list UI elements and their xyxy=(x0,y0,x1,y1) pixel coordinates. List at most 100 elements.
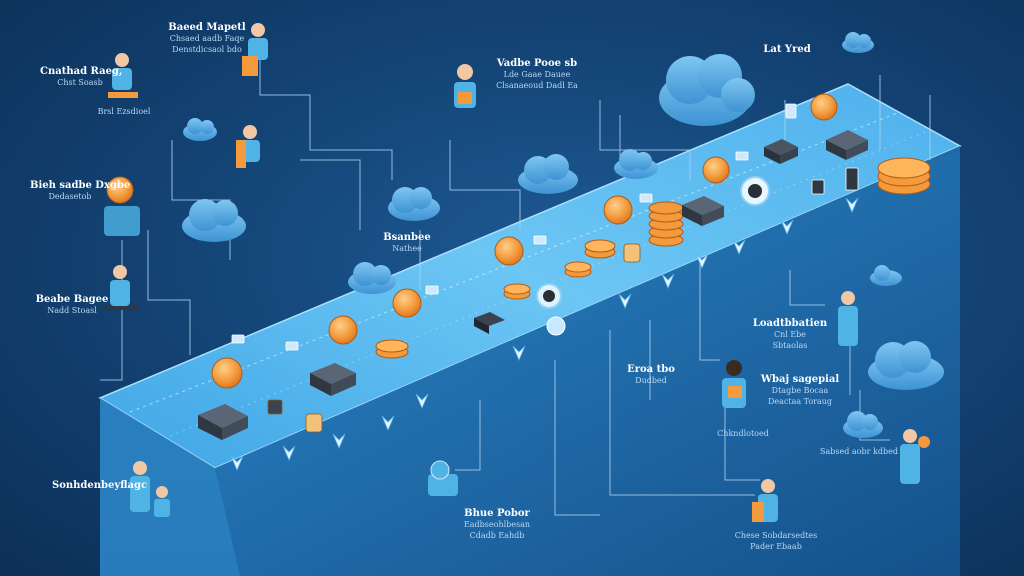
device-icon xyxy=(231,334,245,344)
label-title: Sonhdenbeyflagc xyxy=(52,480,148,491)
cloud-icon xyxy=(868,341,944,390)
coin-stack-icons xyxy=(375,157,931,359)
label-sub: Lde Gaae Dauee xyxy=(503,70,571,79)
coin-icons xyxy=(106,93,838,389)
worker-icon xyxy=(752,479,778,522)
label-title: Bieh sadbe Dxgbe xyxy=(30,180,131,191)
device-icon xyxy=(845,167,859,191)
worker-icon xyxy=(900,429,930,484)
label-sub: Cdadb Eahdb xyxy=(469,531,525,540)
label-title: Cnathad Raeg, xyxy=(40,66,123,77)
lotus-icon xyxy=(415,393,429,410)
label-upper-left-2: Brsl Ezsdioel xyxy=(84,106,164,117)
label-title: Vadbe Pooe sb xyxy=(496,58,578,69)
label-top-right: Lat Yred xyxy=(752,44,822,55)
device-icons xyxy=(231,103,859,351)
cloud-icon xyxy=(614,149,658,179)
cloud-icons xyxy=(182,32,944,438)
lotus-icon xyxy=(381,415,395,432)
label-mid-left: Bieh sadbe Dxgbe Dedasetob xyxy=(30,180,131,202)
cloud-icon xyxy=(843,411,883,438)
worker-figures xyxy=(104,23,930,522)
label-title: Beabe Bagee xyxy=(35,294,109,305)
label-title: Bhue Pobor xyxy=(464,508,530,519)
cloud-icon xyxy=(388,187,440,221)
label-sub: Pader Ebaab xyxy=(750,542,802,551)
worker-icon xyxy=(130,461,170,517)
cloud-icon xyxy=(183,118,217,141)
coin-icon xyxy=(106,176,134,204)
label-right-upper: Loadtbbatien Cnl Ebe Sbtaolas xyxy=(742,318,838,351)
lotus-icon xyxy=(230,455,244,472)
coin-icon xyxy=(392,288,422,318)
device-icon xyxy=(735,151,749,161)
coin-stack-icon xyxy=(564,261,592,278)
worker-icon xyxy=(454,64,476,108)
worker-icon xyxy=(722,360,746,408)
lotus-icon xyxy=(332,433,346,450)
label-far-right: Sabsed aobr kdbed xyxy=(814,446,904,457)
jar-icons xyxy=(267,243,641,433)
lotus-icon xyxy=(282,445,296,462)
lotus-icon xyxy=(780,219,794,236)
cloud-icon xyxy=(870,265,902,286)
worker-icon xyxy=(104,206,140,236)
node-icon xyxy=(546,316,566,336)
coin-icon xyxy=(211,357,243,389)
label-sub: Chkndlotoed xyxy=(717,429,769,438)
device-icon xyxy=(285,341,299,351)
cloud-icon xyxy=(348,262,396,294)
label-sub: Nathee xyxy=(392,244,422,253)
label-sub: Denstdicsaol bdo xyxy=(172,45,242,54)
coin-icon xyxy=(810,93,838,121)
label-sub: Dedasetob xyxy=(48,192,92,201)
platform-side-face xyxy=(215,146,960,576)
cloud-icon xyxy=(182,199,246,242)
worker-icon xyxy=(236,125,260,168)
worker-icon xyxy=(104,265,140,310)
lotus-icon xyxy=(695,253,709,270)
lotus-icon xyxy=(732,239,746,256)
cloud-icon xyxy=(842,32,874,53)
coin-icon xyxy=(494,236,524,266)
label-right-mid: Wbaj sagepial Dtagbe Bocaa Deactaa Torau… xyxy=(752,374,848,407)
coin-stack-icon xyxy=(584,239,616,259)
label-sub: Chsaed aadb Faqe xyxy=(169,34,245,43)
label-sub: Eadbseohlbesan xyxy=(463,520,531,529)
node-icons xyxy=(536,176,770,336)
jar-icon xyxy=(267,399,283,415)
lotus-icon xyxy=(618,293,632,310)
label-title: Loadtbbatien xyxy=(752,318,828,329)
device-icon xyxy=(785,103,797,119)
coin-stack-icon xyxy=(375,339,409,359)
coin-stack-icon xyxy=(503,283,531,300)
label-sub: Sabsed aobr kdbed xyxy=(820,447,898,456)
coin-icon xyxy=(702,156,730,184)
chip-icon xyxy=(310,363,356,396)
label-bottom-left: Sonhdenbeyflagc xyxy=(52,480,148,491)
label-right-small: Eroa tbo Dudbed xyxy=(616,364,686,386)
chip-icons xyxy=(198,130,868,440)
device-icon xyxy=(533,235,547,245)
coin-stack-icon xyxy=(648,201,684,247)
label-sub: Dudbed xyxy=(635,376,667,385)
label-sub: Dtagbe Bocaa xyxy=(771,386,829,395)
lotus-icons xyxy=(230,197,859,472)
label-upper-left: Cnathad Raeg, Chst Soasb xyxy=(40,66,123,88)
label-title: Wbaj sagepial xyxy=(760,374,840,385)
label-sub: Chst Soasb xyxy=(57,78,103,87)
connector-lines xyxy=(100,45,931,516)
chip-icon xyxy=(198,404,248,440)
label-top-center: Vadbe Pooe sb Lde Gaae Dauee Clsanaeoud … xyxy=(482,58,592,91)
cloud-icon xyxy=(659,54,755,126)
label-right-mid-2: Chkndlotoed xyxy=(698,428,788,439)
label-title: Bsanbee xyxy=(383,232,431,243)
lotus-icon xyxy=(512,345,526,362)
lotus-icon xyxy=(845,197,859,214)
worker-icon xyxy=(838,291,858,346)
coin-icon xyxy=(603,195,633,225)
chip-icon xyxy=(474,312,505,334)
device-icon xyxy=(811,179,825,195)
